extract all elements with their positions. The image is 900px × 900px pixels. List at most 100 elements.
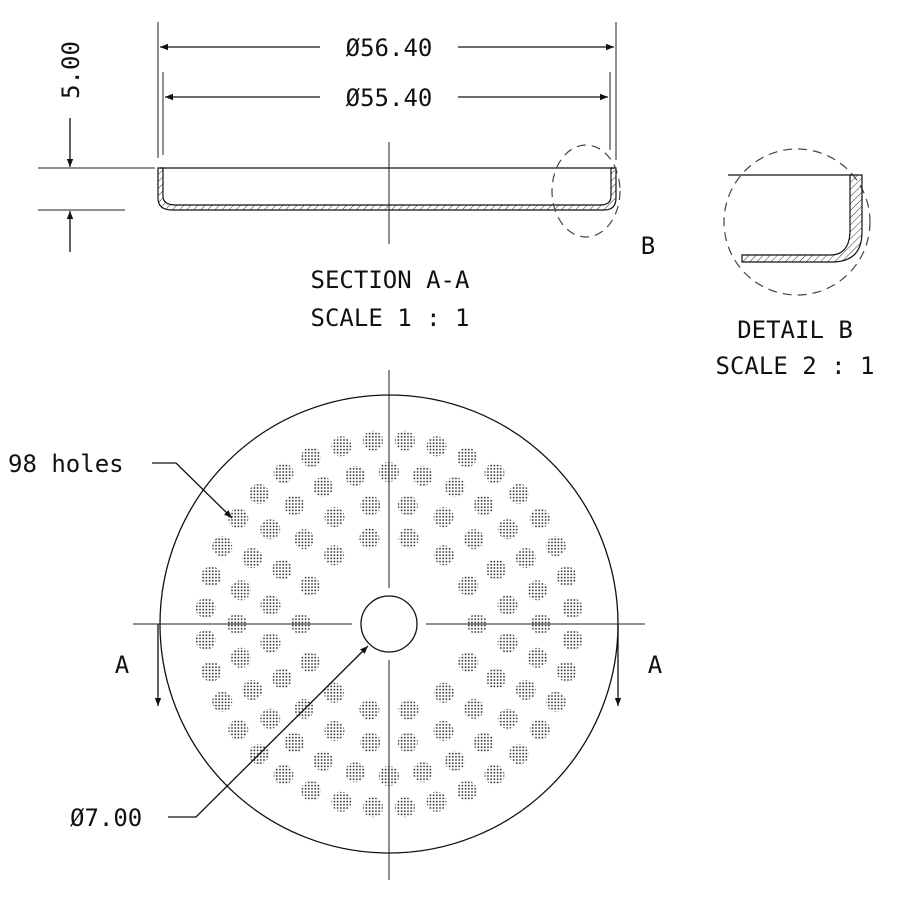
detail-circle [723, 148, 871, 296]
center-hole-diameter-label: Ø7.00 [70, 804, 142, 832]
perforation-hole [230, 580, 251, 601]
perforation-hole [248, 483, 269, 504]
perforation-hole [228, 719, 249, 740]
perforation-hole [433, 545, 454, 566]
perforation-hole [473, 732, 494, 753]
perforation-hole [345, 465, 366, 486]
perforation-hole [463, 698, 484, 719]
perforation-hole [301, 780, 322, 801]
section-view: Ø56.40 Ø55.40 5.00 B SECTION A-A SCALE 1… [38, 22, 655, 332]
perforation-hole [473, 495, 494, 516]
perforation-hole [556, 661, 577, 682]
perforation-hole [433, 682, 454, 703]
perforation-hole [359, 528, 380, 549]
perforation-hole [299, 652, 320, 673]
perforation-hole [301, 447, 322, 468]
perforation-hole [273, 463, 294, 484]
perforation-hole [212, 691, 233, 712]
perforation-hole [433, 720, 454, 741]
perforation-hole [195, 598, 216, 618]
perforation-hole [324, 507, 345, 528]
perforation-hole [463, 529, 484, 550]
holes-leader [152, 462, 233, 519]
detail-scale: SCALE 2 : 1 [716, 352, 875, 380]
perforation-hole [284, 732, 305, 753]
perforation-hole [331, 791, 352, 812]
plan-view: A A 98 holes Ø7.00 [8, 370, 663, 880]
perforation-hole [324, 720, 345, 741]
perforation-hole [556, 566, 577, 587]
perforation-hole [545, 691, 566, 712]
perforation-hole [360, 495, 381, 516]
perforation-hole [242, 680, 263, 700]
section-marker-right: A [648, 651, 663, 679]
holes-count-label: 98 holes [8, 450, 124, 478]
perforation-hole [359, 699, 380, 720]
perforation-hole [284, 495, 305, 516]
perforation-hole [345, 762, 366, 783]
cup-profile [157, 167, 617, 211]
perforation-hole [484, 764, 505, 785]
detail-title: DETAIL B [737, 316, 853, 344]
detail-b-marker: B [641, 232, 655, 260]
perforation-hole [509, 744, 530, 765]
perforation-hole [331, 436, 352, 457]
perforation-hole [497, 632, 518, 653]
perforation-hole [397, 495, 418, 516]
perforation-hole [445, 750, 465, 771]
perforation-hole [313, 477, 333, 498]
perforation-hole [260, 632, 281, 653]
perforation-hole [433, 507, 454, 528]
perforation-hole [458, 575, 479, 596]
perforation-hole [456, 447, 477, 468]
perforation-hole [515, 680, 536, 700]
perforation-hole [426, 791, 447, 812]
perforation-hole [412, 465, 433, 486]
perforation-hole [545, 536, 566, 557]
perforation-hole [201, 566, 222, 587]
section-marker-left: A [115, 651, 130, 679]
perforation-hole [212, 536, 233, 557]
perforation-hole [509, 483, 530, 504]
perforation-hole [562, 598, 583, 618]
perforation-hole [398, 699, 419, 720]
perforation-hole [260, 595, 281, 616]
perforation-hole [273, 764, 294, 785]
perforation-hole [299, 575, 320, 596]
perforation-hole [242, 548, 263, 568]
perforation-hole [458, 652, 479, 673]
perforation-hole [230, 647, 251, 668]
perforation-hole [272, 668, 293, 689]
perforation-hole [456, 780, 477, 801]
center-hole-leader [168, 645, 369, 818]
detail-b-marker-circle [551, 144, 621, 238]
detail-view: DETAIL B SCALE 2 : 1 [716, 148, 875, 380]
perforation-hole [515, 548, 536, 568]
perforation-hole [313, 750, 333, 771]
perforation-hole [445, 477, 465, 498]
perforation-hole [485, 559, 506, 580]
perforation-hole [324, 545, 345, 566]
height-label: 5.00 [57, 41, 85, 99]
perforation-hole [398, 528, 419, 549]
section-scale: SCALE 1 : 1 [311, 304, 470, 332]
perforation-hole [497, 708, 518, 729]
perforation-hole [426, 436, 447, 457]
perforation-hole [529, 508, 550, 529]
perforation-hole [395, 797, 415, 818]
perforation-hole [228, 508, 249, 529]
perforation-hole [324, 682, 345, 703]
perforation-hole [260, 708, 281, 729]
outer-diameter-label: Ø56.40 [346, 34, 433, 62]
perforation-hole [497, 595, 518, 616]
perforation-hole [562, 630, 583, 650]
holes-group [195, 430, 583, 818]
perforation-hole [201, 661, 222, 682]
perforation-hole [397, 732, 418, 753]
perforation-hole [363, 797, 383, 818]
detail-wall-profile [741, 174, 863, 263]
perforation-hole [527, 647, 548, 668]
perforation-hole [497, 519, 518, 540]
perforation-hole [484, 463, 505, 484]
